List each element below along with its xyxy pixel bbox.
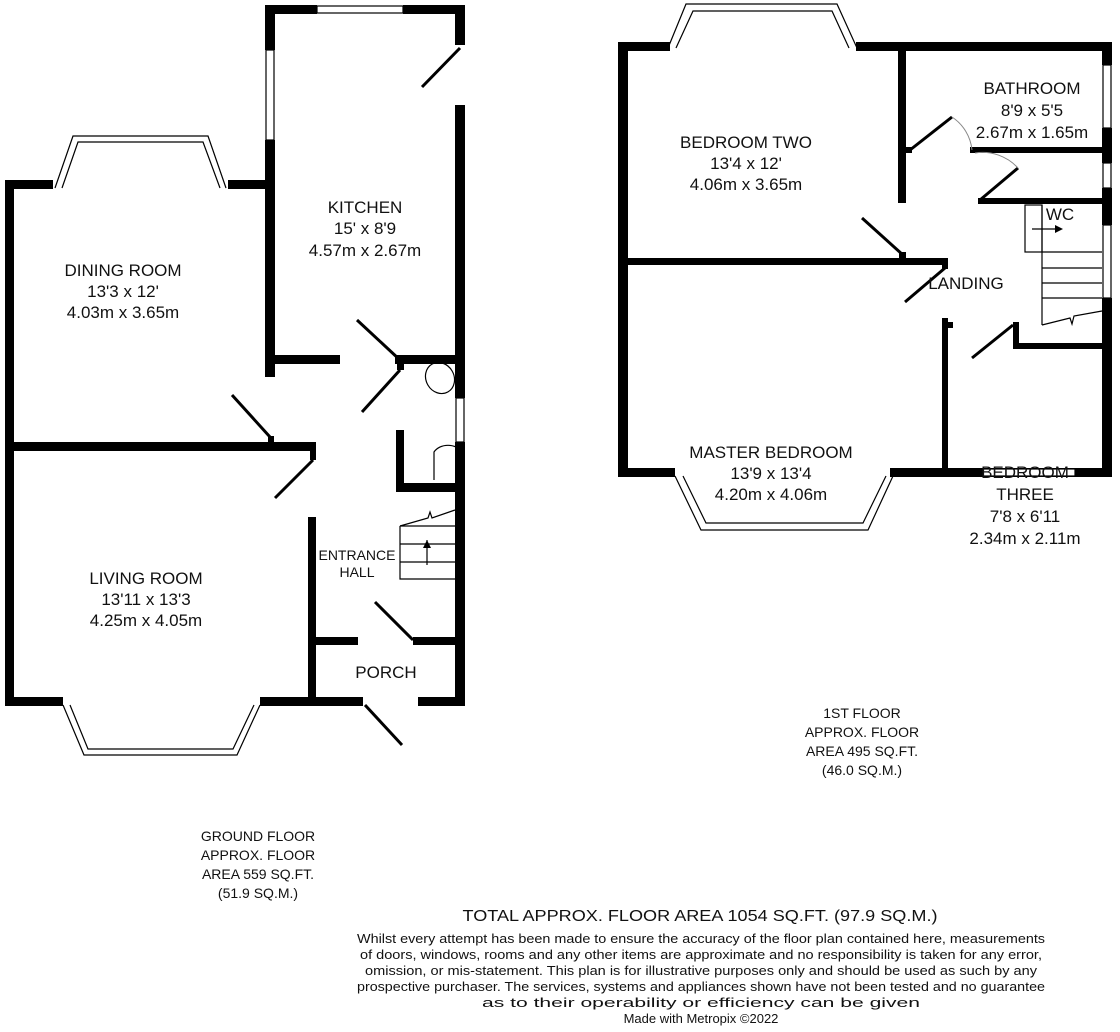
bedroom-two-metric: 4.06m x 3.65m — [690, 175, 802, 194]
first-floor-area-label: 1ST FLOOR APPROX. FLOOR AREA 495 SQ.FT. … — [805, 705, 919, 778]
wc-name: WC — [1046, 205, 1074, 224]
bedroom-two-name: BEDROOM TWO — [680, 133, 812, 152]
dining-room-metric: 4.03m x 3.65m — [67, 303, 179, 322]
bedroom-three-name-1: BEDROOM — [981, 463, 1069, 482]
bathroom-imperial: 8'9 x 5'5 — [1001, 101, 1063, 120]
ground-floor-area-label: GROUND FLOOR APPROX. FLOOR AREA 559 SQ.F… — [201, 828, 315, 901]
metropix-credit: Made with Metropix ©2022 — [624, 1011, 779, 1026]
disclaimer-line: Whilst every attempt has been made to en… — [357, 931, 1046, 946]
ground-floor-plan: KITCHEN 15' x 8'9 4.57m x 2.67m DINING R… — [5, 5, 465, 901]
dining-bay-window — [54, 135, 227, 189]
first-floor-stairs — [1024, 204, 1103, 327]
dining-room-imperial: 13'3 x 12' — [87, 282, 159, 301]
bathroom-window — [1102, 64, 1112, 129]
total-floor-area: TOTAL APPROX. FLOOR AREA 1054 SQ.FT. (97… — [463, 908, 938, 925]
porch-name: PORCH — [355, 663, 416, 682]
entrance-hall-name-1: ENTRANCE — [318, 547, 395, 563]
bedroom-three-imperial: 7'8 x 6'11 — [990, 507, 1060, 526]
ground-floor-doors — [230, 46, 462, 747]
first-floor-windows — [667, 3, 1112, 531]
disclaimer-line: omission, or mis-statement. This plan is… — [365, 963, 1038, 978]
ground-stairs — [399, 509, 456, 580]
entrance-hall-name-2: HALL — [339, 564, 374, 580]
living-room-metric: 4.25m x 4.05m — [90, 611, 202, 630]
bedroom-three-window — [982, 468, 1076, 477]
bedroom-three-metric: 2.34m x 2.11m — [969, 529, 1080, 548]
ground-floor-windows — [54, 5, 465, 756]
svg-text:APPROX. FLOOR: APPROX. FLOOR — [201, 847, 315, 863]
sink-icon — [424, 361, 456, 395]
first-floor-doors — [860, 115, 1019, 360]
wc-window — [455, 397, 465, 443]
svg-text:AREA 495 SQ.FT.: AREA 495 SQ.FT. — [806, 743, 918, 759]
disclaimer-line: of doors, windows, rooms and any other i… — [360, 947, 1042, 962]
ground-floor-fixtures — [399, 361, 463, 580]
bedroom-three-name-2: THREE — [996, 485, 1054, 504]
wc-window — [1102, 162, 1112, 189]
footer: TOTAL APPROX. FLOOR AREA 1054 SQ.FT. (97… — [357, 908, 1046, 1026]
bathroom-metric: 2.67m x 1.65m — [976, 123, 1088, 142]
disclaimer-line: as to their operability or efficiency ca… — [482, 995, 920, 1010]
svg-text:GROUND FLOOR: GROUND FLOOR — [201, 828, 315, 844]
landing-window — [1102, 224, 1112, 299]
svg-text:1ST FLOOR: 1ST FLOOR — [823, 705, 901, 721]
dining-room-name: DINING ROOM — [64, 261, 181, 280]
kitchen-metric: 4.57m x 2.67m — [309, 241, 421, 260]
first-floor-plan: BEDROOM TWO 13'4 x 12' 4.06m x 3.65m BAT… — [618, 3, 1112, 778]
disclaimer-line: prospective purchaser. The services, sys… — [357, 979, 1045, 994]
stair-arrow-icon — [423, 540, 431, 548]
svg-text:(51.9 SQ.M.): (51.9 SQ.M.) — [218, 885, 298, 901]
kitchen-imperial: 15' x 8'9 — [334, 219, 396, 238]
bathroom-name: BATHROOM — [984, 79, 1081, 98]
ground-floor-walls — [5, 5, 465, 706]
kitchen-window-top — [316, 5, 404, 14]
master-bay-window — [674, 475, 894, 531]
master-bedroom-metric: 4.20m x 4.06m — [715, 485, 827, 504]
stair-arrow-icon — [1055, 225, 1063, 233]
kitchen-window-side — [265, 49, 275, 141]
kitchen-name: KITCHEN — [328, 198, 403, 217]
svg-text:(46.0 SQ.M.): (46.0 SQ.M.) — [822, 762, 902, 778]
living-room-imperial: 13'11 x 13'3 — [101, 590, 190, 609]
living-room-name: LIVING ROOM — [89, 569, 202, 588]
svg-text:APPROX. FLOOR: APPROX. FLOOR — [805, 724, 919, 740]
master-bedroom-imperial: 13'9 x 13'4 — [730, 464, 811, 483]
bedroom-two-imperial: 13'4 x 12' — [710, 154, 782, 173]
toilet-icon — [433, 444, 463, 480]
bedroom-two-bay-window — [667, 3, 858, 49]
master-bedroom-name: MASTER BEDROOM — [689, 443, 852, 462]
living-bay-window — [62, 704, 261, 756]
landing-name: LANDING — [928, 274, 1004, 293]
svg-text:AREA 559 SQ.FT.: AREA 559 SQ.FT. — [202, 866, 314, 882]
